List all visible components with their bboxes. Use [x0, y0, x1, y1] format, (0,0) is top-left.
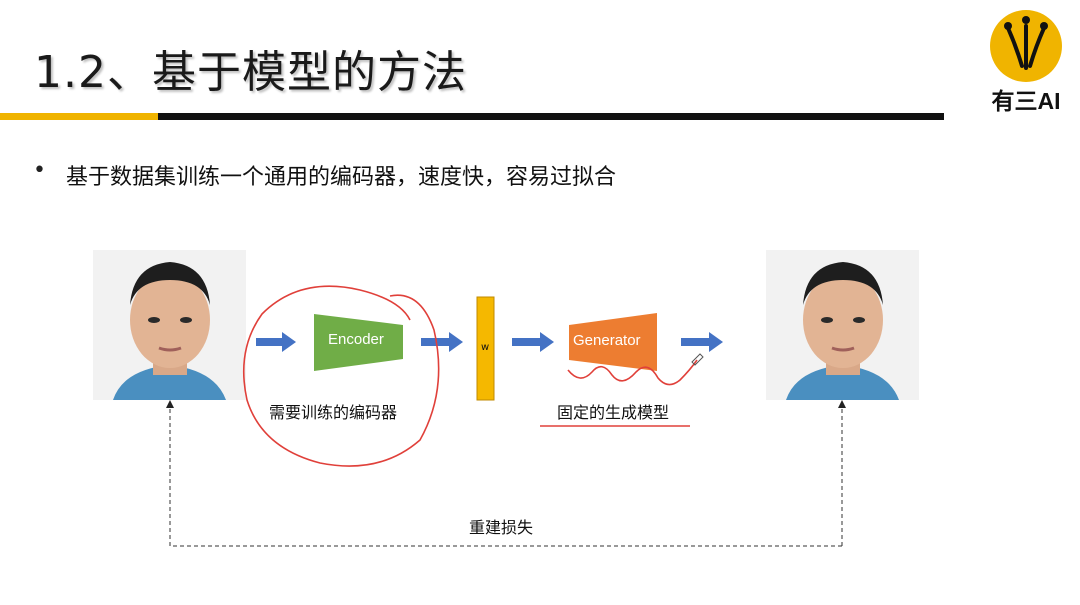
arrow-w-to-generator: [512, 332, 554, 352]
reconstructed-face-image: [766, 250, 919, 400]
encoder-annotation-circle: [242, 285, 440, 467]
latent-w-label: w: [481, 342, 490, 353]
generator-label: Generator: [573, 332, 641, 349]
title-underline: [158, 113, 944, 120]
encoder-caption: 需要训练的编码器: [269, 403, 398, 422]
slide-title: 1.2、基于模型的方法: [34, 47, 467, 98]
encoder-label: Encoder: [328, 331, 384, 348]
brand-logo-icon: [990, 10, 1062, 82]
arrow-encoder-to-w: [421, 332, 463, 352]
pen-icon: [691, 353, 704, 366]
encoder-block: [314, 314, 403, 371]
title-underline-accent: [0, 113, 158, 120]
arrow-face-to-encoder: [256, 332, 296, 352]
reconstruction-loss-label: 重建损失: [469, 518, 534, 537]
bullet-text: 基于数据集训练一个通用的编码器，速度快，容易过拟合: [66, 165, 617, 190]
latent-w-block: [476, 296, 495, 401]
generator-caption: 固定的生成模型: [557, 403, 670, 422]
input-face-image: [93, 250, 246, 400]
brand-logo-text: 有三AI: [991, 88, 1061, 114]
reconstruction-loss-path-bottom: [166, 400, 842, 547]
bullet-point-icon: •: [33, 158, 46, 183]
generator-wavy-annotation: [567, 359, 698, 386]
generator-block: [569, 313, 657, 371]
arrow-generator-to-face: [681, 332, 723, 352]
